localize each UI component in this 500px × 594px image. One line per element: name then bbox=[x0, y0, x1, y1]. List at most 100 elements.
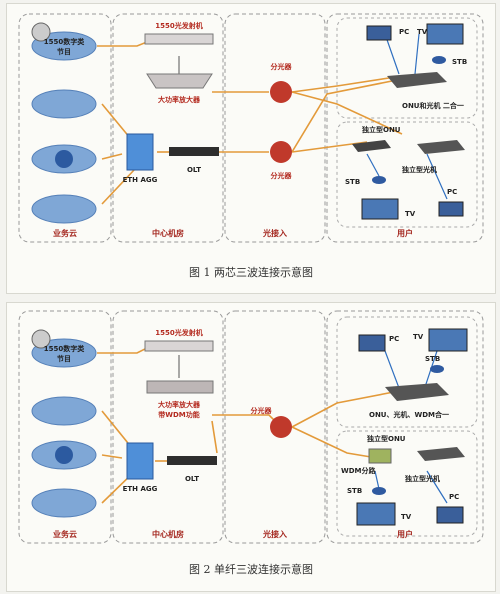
amplifier-label: 大功率放大器 bbox=[158, 95, 201, 104]
tv-bottom-label: TV bbox=[401, 513, 412, 521]
amplifier-device bbox=[146, 380, 214, 394]
splitter-router-icon bbox=[270, 81, 292, 103]
pc-bottom-label: PC bbox=[447, 188, 457, 196]
stb-top-label: STB bbox=[452, 58, 467, 66]
globe-icon bbox=[55, 446, 73, 464]
link-wdm-stb bbox=[374, 470, 380, 490]
section-box-center bbox=[112, 13, 224, 243]
tv-icon bbox=[361, 198, 399, 220]
link-pc-onu bbox=[384, 33, 400, 75]
section-label-user: 用户 bbox=[396, 529, 413, 539]
tv-top-label: TV bbox=[417, 28, 428, 36]
cloud-icon bbox=[31, 89, 97, 119]
figure-2: 1550数字类 节目 1550光发射机 大功率放大器 带WDM功能 ETH AG… bbox=[6, 302, 496, 592]
tv-top-label: TV bbox=[413, 333, 424, 341]
splitter-router-icon bbox=[270, 416, 292, 438]
fiber-cloud2-eth bbox=[101, 454, 123, 459]
section-box-center bbox=[112, 310, 224, 544]
link-opt-pc bbox=[426, 470, 448, 504]
stb-icon bbox=[372, 487, 386, 495]
stb-bottom-label: STB bbox=[345, 178, 360, 186]
section-label-center: 中心机房 bbox=[152, 529, 184, 539]
fiber-split1-opt bbox=[291, 91, 403, 135]
satellite-dish-icon bbox=[31, 22, 51, 42]
olt-label: OLT bbox=[185, 475, 199, 483]
section-label-access: 光接入 bbox=[262, 228, 287, 238]
onu-combo-device bbox=[387, 72, 447, 88]
indep-opt-label: 独立型光机 bbox=[401, 165, 437, 174]
pc-monitor-icon bbox=[436, 506, 464, 524]
section-label-cloud: 业务云 bbox=[53, 228, 77, 238]
fiber-split1-onu bbox=[291, 75, 403, 93]
section-box-cloud bbox=[18, 13, 112, 243]
tv-bottom-label: TV bbox=[405, 210, 416, 218]
section-label-center: 中心机房 bbox=[152, 228, 184, 238]
stb-top-label: STB bbox=[425, 355, 440, 363]
fiber-cloud3-eth bbox=[101, 168, 136, 205]
pc-top-label: PC bbox=[389, 335, 399, 343]
stb-icon bbox=[432, 56, 446, 64]
indep-onu-label: 独立型ONU bbox=[361, 125, 401, 134]
section-label-user: 用户 bbox=[396, 228, 413, 238]
transmitter-label: 1550光发射机 bbox=[155, 328, 202, 337]
indep-optical-device bbox=[417, 447, 465, 461]
section-box-access bbox=[224, 13, 326, 243]
figure-caption: 图 2 单纤三波连接示意图 bbox=[189, 562, 313, 576]
stb-bottom-label: STB bbox=[347, 487, 362, 495]
olt-device bbox=[169, 147, 219, 156]
section-box-user bbox=[326, 13, 484, 243]
fiber-cloud1-eth bbox=[101, 410, 133, 449]
user-group-top bbox=[336, 316, 478, 428]
pc-top-label: PC bbox=[399, 28, 409, 36]
tv-icon bbox=[426, 23, 464, 45]
onu-combo-device bbox=[385, 383, 449, 401]
transmitter-device bbox=[144, 33, 214, 45]
onu-combo-label: ONU、光机、WDM合一 bbox=[369, 410, 449, 419]
pc-monitor-icon bbox=[366, 25, 392, 41]
transmitter-device bbox=[144, 340, 214, 352]
section-box-cloud bbox=[18, 310, 112, 544]
tv-icon bbox=[356, 502, 396, 526]
user-group-bottom bbox=[336, 430, 478, 537]
indep-onu-device bbox=[352, 140, 391, 152]
link-opt-pc bbox=[426, 153, 448, 200]
fiber-split-wdm bbox=[291, 426, 378, 459]
link-indep-stb bbox=[366, 153, 380, 177]
svg-text:节目: 节目 bbox=[57, 47, 71, 56]
section-label-cloud: 业务云 bbox=[53, 529, 77, 539]
splitter-label: 分光器 bbox=[251, 406, 273, 415]
splitter-bottom-label: 分光器 bbox=[271, 171, 293, 180]
figure-1: 1550数字类 节目 1550光发射机 大功率放大器 ETH AGG OLT 分… bbox=[6, 3, 496, 294]
amplifier-device bbox=[146, 73, 213, 89]
user-group-top bbox=[336, 17, 478, 119]
eth-label: ETH AGG bbox=[123, 176, 158, 184]
fiber-split-onu bbox=[291, 390, 400, 428]
stb-icon bbox=[430, 365, 444, 373]
server-cloud: 1550数字类 节目 bbox=[31, 329, 97, 368]
svg-text:节目: 节目 bbox=[57, 354, 71, 363]
link-tv-stb bbox=[414, 33, 420, 75]
wdm-label: WDM分路 bbox=[341, 466, 376, 475]
fiber-cloud2-eth bbox=[101, 153, 123, 160]
cloud-icon bbox=[31, 488, 97, 518]
tv-icon bbox=[428, 328, 468, 352]
indep-onu-label: 独立型ONU bbox=[366, 434, 406, 443]
fiber-olt-amp bbox=[211, 420, 218, 454]
indep-optical-device bbox=[417, 140, 465, 154]
transmitter-label: 1550光发射机 bbox=[155, 21, 202, 30]
eth-label: ETH AGG bbox=[123, 485, 158, 493]
server-label: 1550数字类 bbox=[44, 344, 85, 353]
onu-combo-label: ONU和光机 二合一 bbox=[402, 101, 464, 110]
stb-icon bbox=[372, 176, 386, 184]
satellite-dish-icon bbox=[31, 329, 51, 349]
eth-agg-device bbox=[126, 442, 154, 480]
olt-label: OLT bbox=[187, 166, 201, 174]
fiber-split2-onu bbox=[291, 78, 403, 153]
amplifier-wdm-label: 带WDM功能 bbox=[158, 410, 200, 419]
figure-caption: 图 1 两芯三波连接示意图 bbox=[189, 265, 313, 279]
section-label-access: 光接入 bbox=[262, 529, 287, 539]
pc-monitor-icon bbox=[438, 201, 464, 217]
splitter-top-label: 分光器 bbox=[271, 62, 293, 71]
olt-device bbox=[167, 456, 217, 465]
user-group-bottom bbox=[336, 121, 478, 228]
